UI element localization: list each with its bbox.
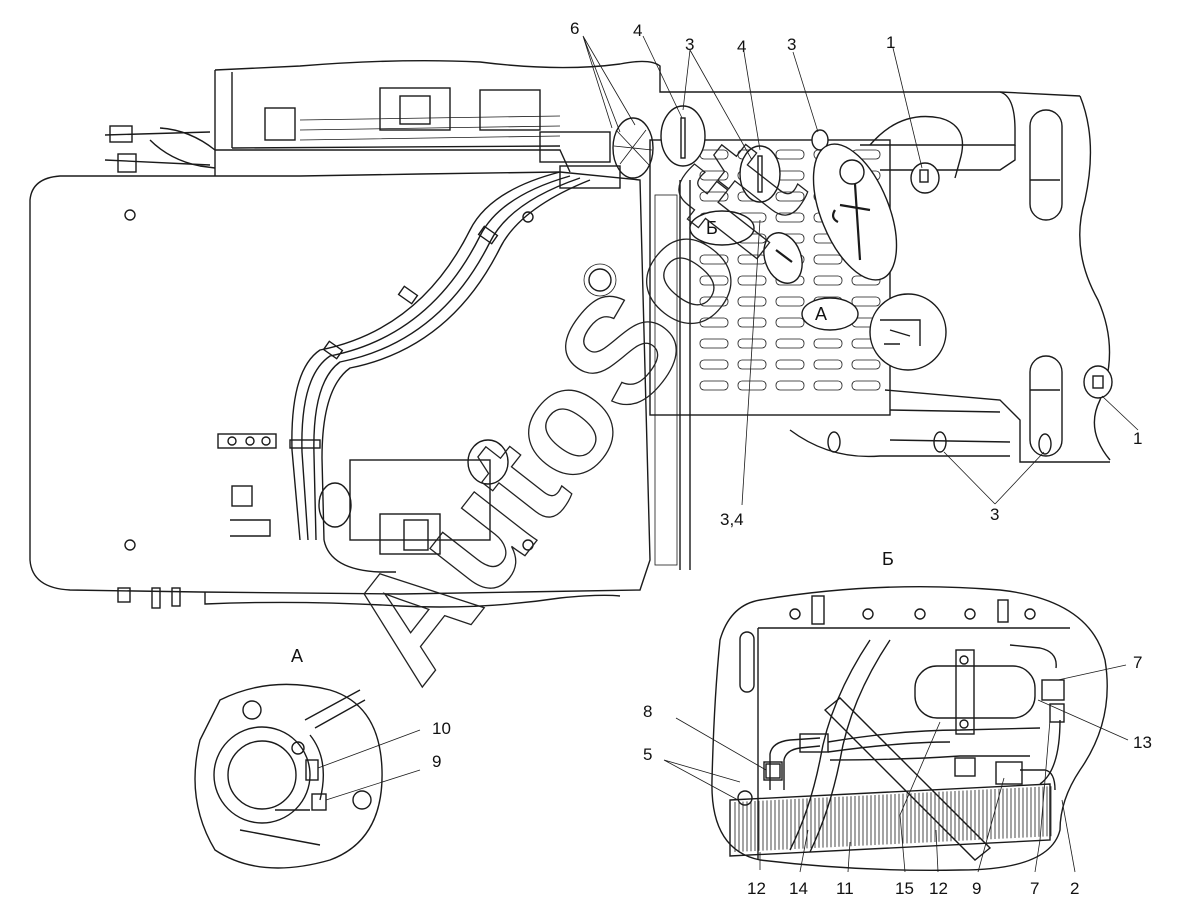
callout-9-a: 9 [432,752,441,771]
radiator-slot [737,380,767,391]
radiator-slot [813,275,843,286]
callout-3-4: 3,4 [720,510,744,529]
radiator-slot [775,149,805,160]
callout-10: 10 [432,719,451,738]
callout-12-right: 12 [929,879,948,898]
callout-4-mid: 4 [737,37,746,56]
callout-6: 6 [570,19,579,38]
detail-4-ellipse [660,105,706,167]
radiator-slot [775,359,805,370]
radiator-slot [699,170,729,181]
radiator-slot [813,254,843,265]
radiator-slot [775,317,805,328]
radiator-slot [737,275,767,286]
callout-11: 11 [836,879,854,898]
radiator-slot [699,191,729,202]
radiator-slot [699,296,729,307]
callout-14: 14 [789,879,808,898]
radiator-slot [813,380,843,391]
callout-3-bottom: 3 [990,505,999,524]
view-a-title: А [291,646,303,666]
radiator-slot [775,380,805,391]
callout-labels: 6 4 3 4 3 1 1 3 3,4 А Б Б А 10 9 8 5 7 1… [291,19,1152,898]
callout-3-left: 3 [685,35,694,54]
radiator-slot [699,275,729,286]
radiator-slot [851,359,881,370]
hose-bundle [289,171,591,573]
upper-mechanism [264,87,654,189]
radiator-slot [699,317,729,328]
callout-4-left: 4 [633,21,642,40]
view-b-marker-label: Б [706,218,718,238]
callout-2: 2 [1070,879,1079,898]
callout-9-b: 9 [972,879,981,898]
callout-7-bottom: 7 [1030,879,1039,898]
radiator-slot [775,338,805,349]
view-b-title: Б [882,549,894,569]
callout-13: 13 [1133,733,1152,752]
radiator-slot [775,212,805,223]
radiator-slot [737,317,767,328]
callout-3-mid: 3 [787,35,796,54]
callout-8: 8 [643,702,652,721]
callout-1-right: 1 [1133,429,1142,448]
radiator-slot [813,338,843,349]
callout-5: 5 [643,745,652,764]
lower-components [217,433,509,555]
detail-view-b [663,585,1129,873]
radiator-slot [699,380,729,391]
radiator-slot [699,254,729,265]
detail-view-a [194,683,421,869]
callout-ellipses [660,105,1113,458]
radiator-slot [737,359,767,370]
radiator-slot [851,296,881,307]
machine-frame [29,59,1111,609]
watermark: AutoSoft [313,107,835,709]
radiator-slot [737,296,767,307]
view-b-marker [689,210,755,246]
callout-1-top: 1 [886,33,895,52]
radiator-slot [699,359,729,370]
radiator-slot [699,338,729,349]
radiator-slot [775,296,805,307]
callout-12-left: 12 [747,879,766,898]
callout-7-top: 7 [1133,653,1142,672]
view-a-marker-label: А [815,304,827,324]
leader-lines [582,35,1139,506]
radiator-slot [851,380,881,391]
callout-15: 15 [895,879,914,898]
radiator-slot [775,191,805,202]
radiator-slot [813,359,843,370]
view-a-marker [801,297,859,331]
